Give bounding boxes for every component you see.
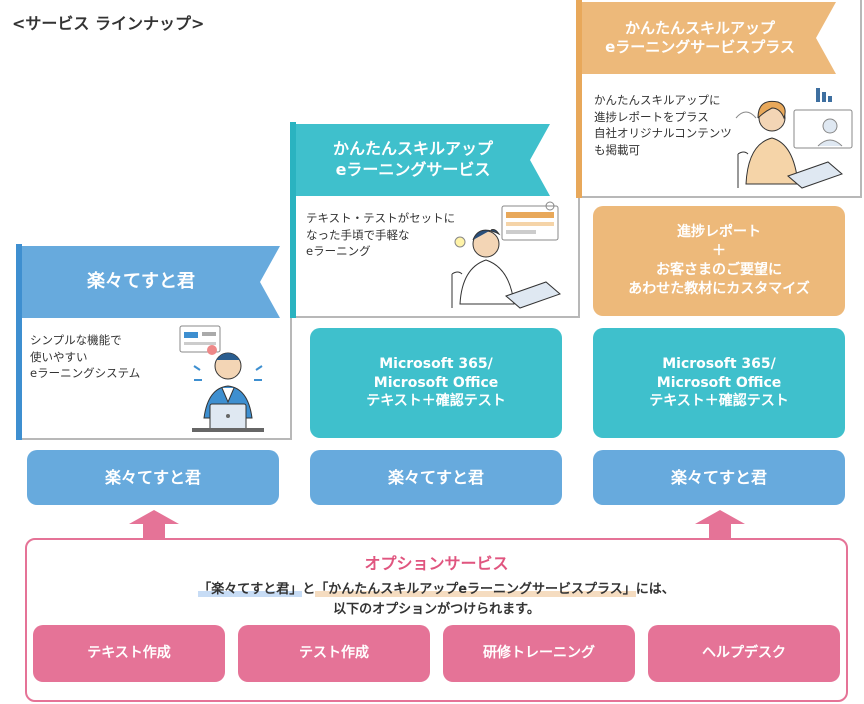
base-box-rakuraku: 楽々てすと君 xyxy=(593,450,845,505)
up-arrow-icon xyxy=(129,510,179,538)
option-helpdesk: ヘルプデスク xyxy=(648,625,840,682)
option-services-title: オプションサービス xyxy=(364,554,509,573)
businessman-laptop-icon xyxy=(179,325,264,432)
plan-description: かんたんスキルアップに 進捗レポートをプラス 自社オリジナルコンテンツ も掲載可 xyxy=(594,93,732,158)
man-laptop-icon xyxy=(451,201,561,309)
content-box-office: Microsoft 365/ Microsoft Office テキスト＋確認テ… xyxy=(310,328,562,438)
plan-banner-title: かんたんスキルアップ eラーニングサービス xyxy=(332,139,493,179)
plan-description: シンプルな機能で 使いやすい eラーニングシステム xyxy=(30,333,141,381)
up-arrow-icon xyxy=(695,510,745,538)
woman-laptop-icon xyxy=(735,88,853,189)
plan-banner-flag xyxy=(296,124,550,196)
plan-banner-title: 楽々てすと君 xyxy=(87,271,195,293)
plan-accent-bar xyxy=(576,0,582,198)
option-services-text: 「楽々てすと君」と「かんたんスキルアップeラーニングサービスプラス」には、 以下… xyxy=(198,582,675,618)
option-text-creation: テキスト作成 xyxy=(33,625,225,682)
base-box-rakuraku: 楽々てすと君 xyxy=(310,450,562,505)
extra-box-report: 進捗レポート ＋ お客さまのご要望に あわせた教材にカスタマイズ xyxy=(593,206,845,316)
option-test-creation: テスト作成 xyxy=(238,625,430,682)
plan-banner-flag xyxy=(22,246,280,318)
plan-accent-bar xyxy=(290,122,296,318)
page-title: <サービス ラインナップ> xyxy=(12,14,205,33)
option-training: 研修トレーニング xyxy=(443,625,635,682)
plan-description: テキスト・テストがセットに なった手頃で手軽な eラーニング xyxy=(306,211,456,259)
plan-accent-bar xyxy=(16,244,22,440)
base-box-rakuraku: 楽々てすと君 xyxy=(27,450,279,505)
plan-banner-flag xyxy=(582,2,836,74)
content-box-office: Microsoft 365/ Microsoft Office テキスト＋確認テ… xyxy=(593,328,845,438)
plan-banner-title: かんたんスキルアップ eラーニングサービスプラス xyxy=(605,18,795,57)
